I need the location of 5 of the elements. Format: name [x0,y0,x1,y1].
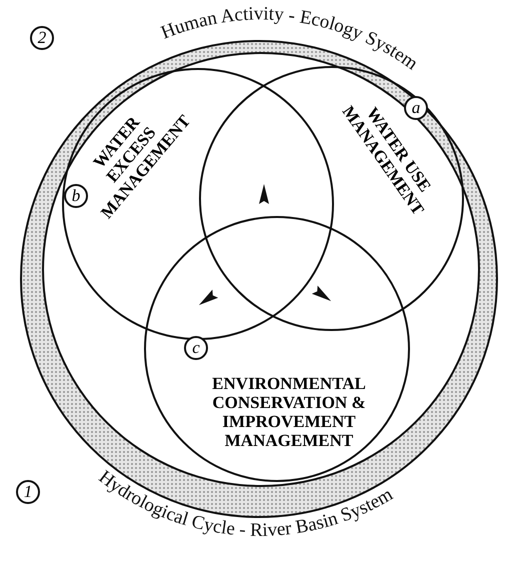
circled-number: c [184,336,208,360]
circled-number: 2 [30,26,54,50]
circled-number: 1 [16,480,40,504]
management-label: ENVIRONMENTAL CONSERVATION & IMPROVEMENT MANAGEMENT [211,374,367,450]
circled-number: b [64,184,88,208]
